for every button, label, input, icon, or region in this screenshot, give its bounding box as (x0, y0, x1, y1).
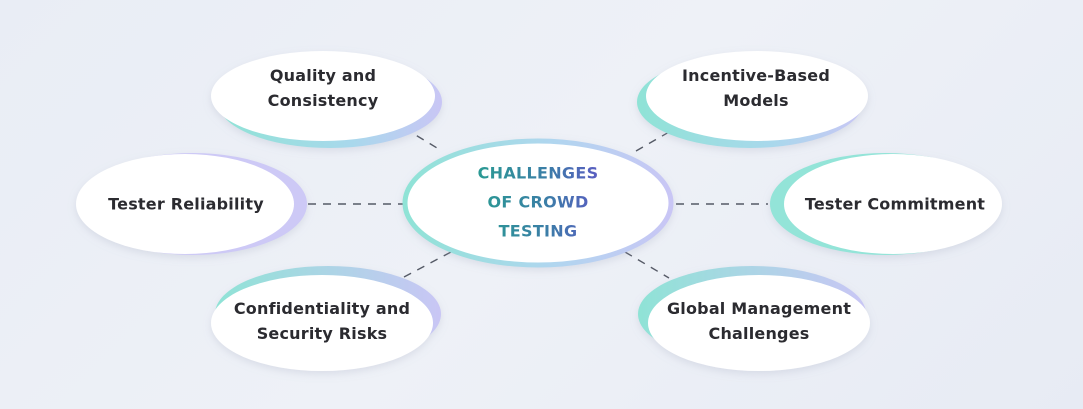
connector-global (624, 251, 670, 279)
label-commitment: Tester Commitment (804, 194, 986, 214)
node-commitment (770, 153, 1002, 255)
node-confidentiality (211, 266, 441, 371)
label-global: Global Management Challenges (666, 299, 852, 343)
center-node (402, 138, 674, 268)
connector-confidentiality (403, 251, 452, 278)
label-reliability: Tester Reliability (108, 194, 264, 214)
node-reliability (76, 153, 307, 255)
node-global (638, 266, 870, 371)
label-quality: Quality and Consistency (267, 66, 379, 110)
node-quality (211, 51, 442, 148)
node-incentive (637, 51, 868, 148)
label-incentive: Incentive-Based Models (682, 66, 830, 110)
connector-incentive (635, 127, 677, 152)
label-confidentiality: Confidentiality and Security Risks (233, 299, 411, 343)
center-title: CHALLENGES OF CROWD TESTING (478, 159, 599, 246)
